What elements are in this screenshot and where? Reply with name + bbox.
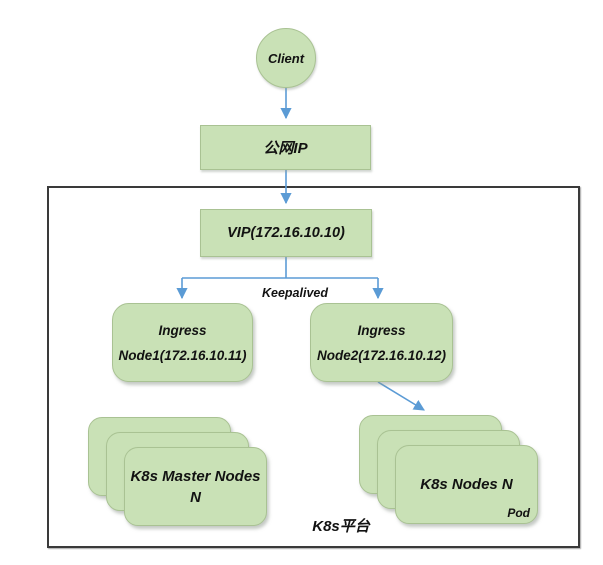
masters-label-line2: N [190, 488, 201, 506]
workers-label: K8s Nodes N [396, 446, 537, 523]
ingress-node1-line2: Node1(172.16.10.11) [118, 347, 247, 363]
public-ip-node: 公网IP [200, 125, 371, 170]
vip-node: VIP(172.16.10.10) [200, 209, 372, 257]
pod-label: Pod [507, 506, 530, 520]
k8s-platform-frame [47, 186, 580, 548]
ingress-node2-line1: Ingress [357, 322, 406, 338]
workers-label-line1: K8s Nodes N [420, 476, 513, 493]
vip-label: VIP(172.16.10.10) [227, 225, 345, 241]
client-label: Client [267, 50, 305, 66]
masters-label: K8s Master Nodes N [125, 448, 266, 525]
masters-label-line1: K8s Master Nodes [130, 467, 261, 485]
ingress-node1-line1: Ingress [158, 322, 207, 338]
masters-stack-card-front: K8s Master Nodes N [124, 447, 267, 526]
client-node: Client [256, 28, 316, 88]
k8s-platform-label: K8s平台 [312, 518, 370, 535]
ingress-node2: Ingress Node2(172.16.10.12) [310, 303, 453, 382]
keepalived-label: Keepalived [261, 286, 328, 300]
workers-stack-card-front: K8s Nodes N Pod [395, 445, 538, 524]
public-ip-label: 公网IP [263, 140, 308, 157]
ingress-node2-line2: Node2(172.16.10.12) [316, 347, 447, 363]
ingress-node1: Ingress Node1(172.16.10.11) [112, 303, 253, 382]
